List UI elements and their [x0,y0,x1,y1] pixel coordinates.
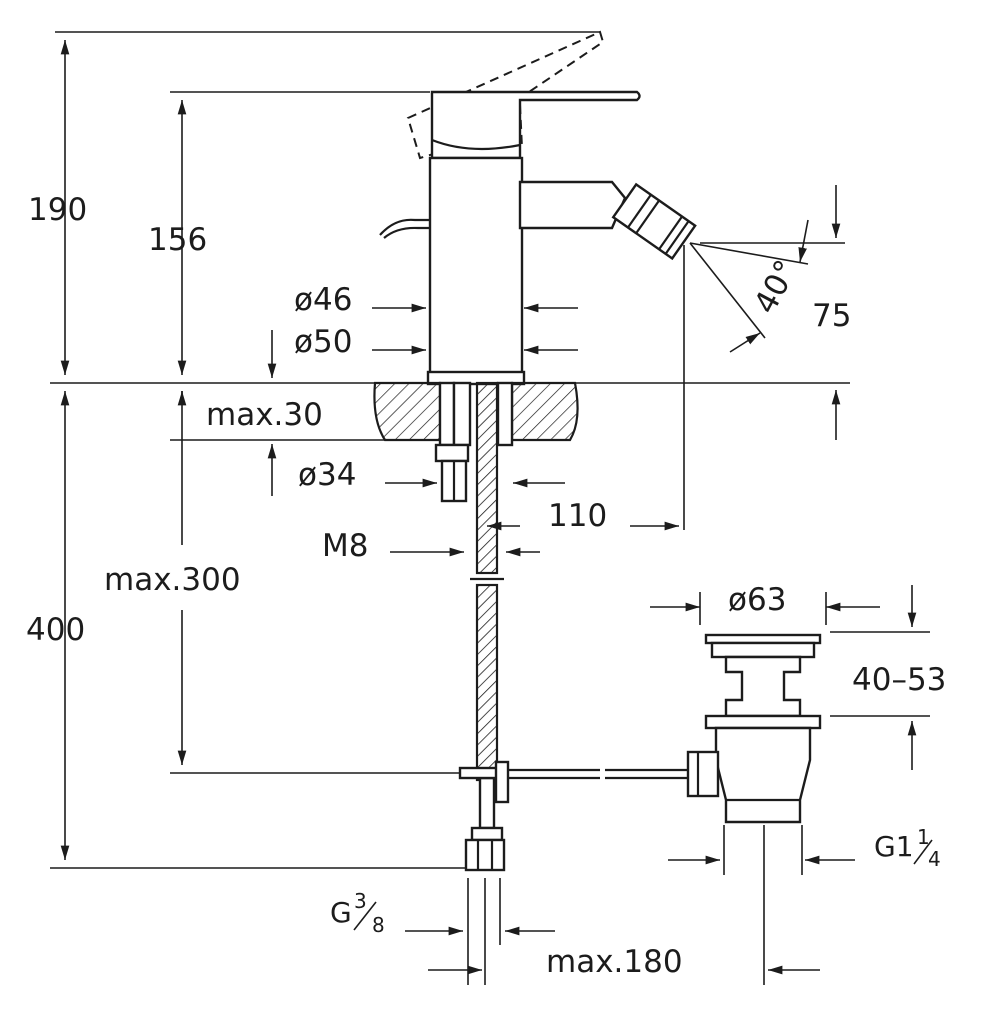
svg-text:G: G [330,896,352,929]
max-deck-thickness-label: max.30 [206,397,323,433]
svg-text:1: 1 [917,825,930,849]
svg-text:4: 4 [928,847,941,871]
svg-text:8: 8 [372,913,385,937]
total-height-label: 190 [28,192,87,228]
rod-thread-label: M8 [322,528,368,564]
spout-reach-label: 110 [548,498,607,534]
deck-section [373,381,579,442]
mixer-body [379,90,697,386]
max-rod-offset-label: max.180 [546,944,683,980]
body-diameter-label: ø46 [294,282,352,318]
waste-diameter-label: ø63 [728,582,786,618]
under-deck-length-label: 400 [26,612,85,648]
spray-offset-label: 75 [812,298,851,334]
inlet-thread-label: G 3 8 [330,889,385,937]
max-rod-length-label: max.300 [104,562,241,598]
spout-height-label: 156 [148,222,207,258]
horizontal-dimensions [372,303,880,985]
svg-text:G1: G1 [874,830,914,863]
svg-text:3: 3 [354,889,367,913]
spray-angle-indicator [689,219,809,353]
waste-assembly [686,633,822,824]
base-diameter-label: ø50 [294,324,352,360]
under-deck-fixings [434,381,514,872]
dimension-labels: 190 156 ø46 ø50 max.30 ø34 110 M8 max.30… [26,192,946,980]
waste-thread-label: G1 1 4 [874,825,941,871]
hole-diameter-label: ø34 [298,457,356,493]
waste-range-label: 40–53 [852,662,946,698]
pop-up-rod [458,760,688,804]
spray-angle-label: 40° [747,254,805,319]
vertical-dimensions [60,40,917,860]
